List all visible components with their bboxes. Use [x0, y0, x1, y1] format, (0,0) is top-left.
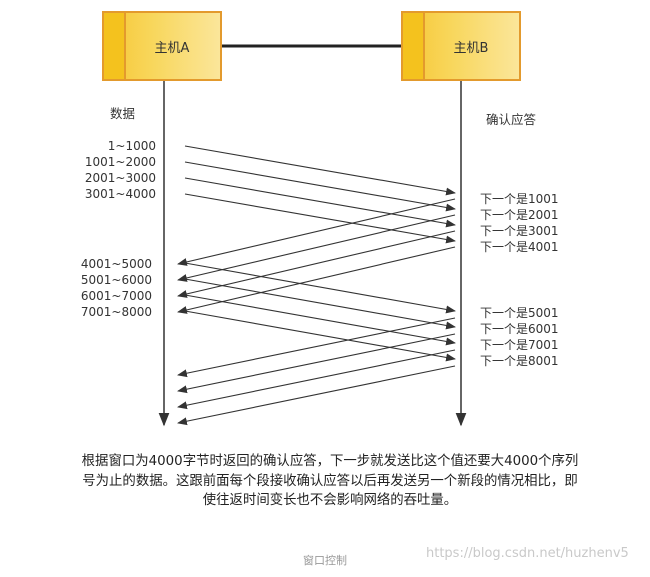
- data-range-label: 5001~6000: [80, 273, 152, 287]
- ack-arrow: [177, 349, 456, 410]
- ack-arrow: [177, 230, 456, 298]
- ack-label: 下一个是7001: [480, 338, 559, 352]
- host-a-bar: [104, 13, 126, 79]
- ack-label: 下一个是6001: [480, 322, 559, 336]
- ack-label: 下一个是2001: [480, 208, 559, 222]
- data-arrow: [184, 161, 456, 212]
- data-arrow: [184, 262, 456, 314]
- data-arrow: [184, 294, 456, 346]
- ack-arrow: [177, 317, 456, 378]
- ack-arrow: [177, 246, 456, 314]
- ack-label: 下一个是5001: [480, 306, 559, 320]
- host-b-box: 主机B: [401, 11, 521, 81]
- ack-label: 下一个是4001: [480, 240, 559, 254]
- data-arrow: [184, 145, 456, 196]
- data-range-label: 7001~8000: [80, 305, 152, 319]
- data-arrow: [184, 177, 456, 228]
- ack-label: 下一个是1001: [480, 192, 559, 206]
- data-range-label: 1001~2000: [84, 155, 156, 169]
- description-text: 根据窗口为4000字节时返回的确认应答，下一步就发送比这个值还要大4000个序列…: [81, 454, 579, 508]
- ack-arrow: [177, 198, 456, 266]
- ack-arrow: [177, 333, 456, 394]
- ack-arrow: [177, 365, 456, 426]
- ack-arrow: [177, 214, 456, 282]
- data-range-label: 3001~4000: [84, 187, 156, 201]
- figure-caption: 窗口控制: [303, 554, 347, 567]
- data-arrow: [184, 193, 456, 244]
- ack-label: 下一个是8001: [480, 354, 559, 368]
- data-arrow: [184, 278, 456, 330]
- host-a-box: 主机A: [102, 11, 222, 81]
- data-range-label: 2001~3000: [84, 171, 156, 185]
- host-b-bar: [403, 13, 425, 79]
- host-a-label: 主机A: [154, 40, 190, 56]
- message-arrows: [177, 145, 456, 426]
- data-header: 数据: [110, 106, 136, 121]
- data-range-label: 6001~7000: [80, 289, 152, 303]
- ack-header: 确认应答: [486, 112, 537, 127]
- data-arrow: [184, 310, 456, 362]
- data-range-label: 1~1000: [107, 139, 156, 153]
- host-b-label: 主机B: [453, 40, 489, 56]
- data-range-label: 4001~5000: [80, 257, 152, 271]
- watermark: https://blog.csdn.net/huzhenv5: [426, 546, 629, 561]
- ack-label: 下一个是3001: [480, 224, 559, 238]
